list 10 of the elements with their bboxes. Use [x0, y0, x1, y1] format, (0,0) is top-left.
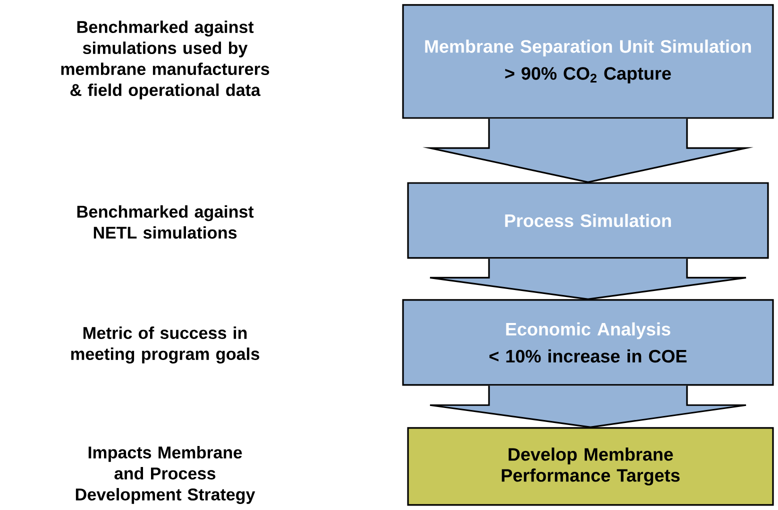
side-note: Benchmarked against simulations used by membrane manufacturers & field operational data — [61, 20, 270, 100]
block-arrow — [429, 384, 747, 428]
process-box: Process Simulation — [407, 182, 769, 259]
block-arrow — [429, 258, 747, 300]
process-box: Economic Analysis < 10% increase in COE — [402, 299, 774, 386]
process-box: Develop Membrane Performance Targets — [407, 427, 774, 506]
side-note: Impacts Membrane and Process Development Strategy — [76, 446, 256, 504]
process-box: Membrane Separation Unit Simulation > 90% CO$_{2}$ Capture — [402, 4, 774, 119]
side-note: Benchmarked against NETL simulations — [77, 205, 254, 239]
side-note: Metric of success in meeting program goals — [71, 326, 260, 364]
